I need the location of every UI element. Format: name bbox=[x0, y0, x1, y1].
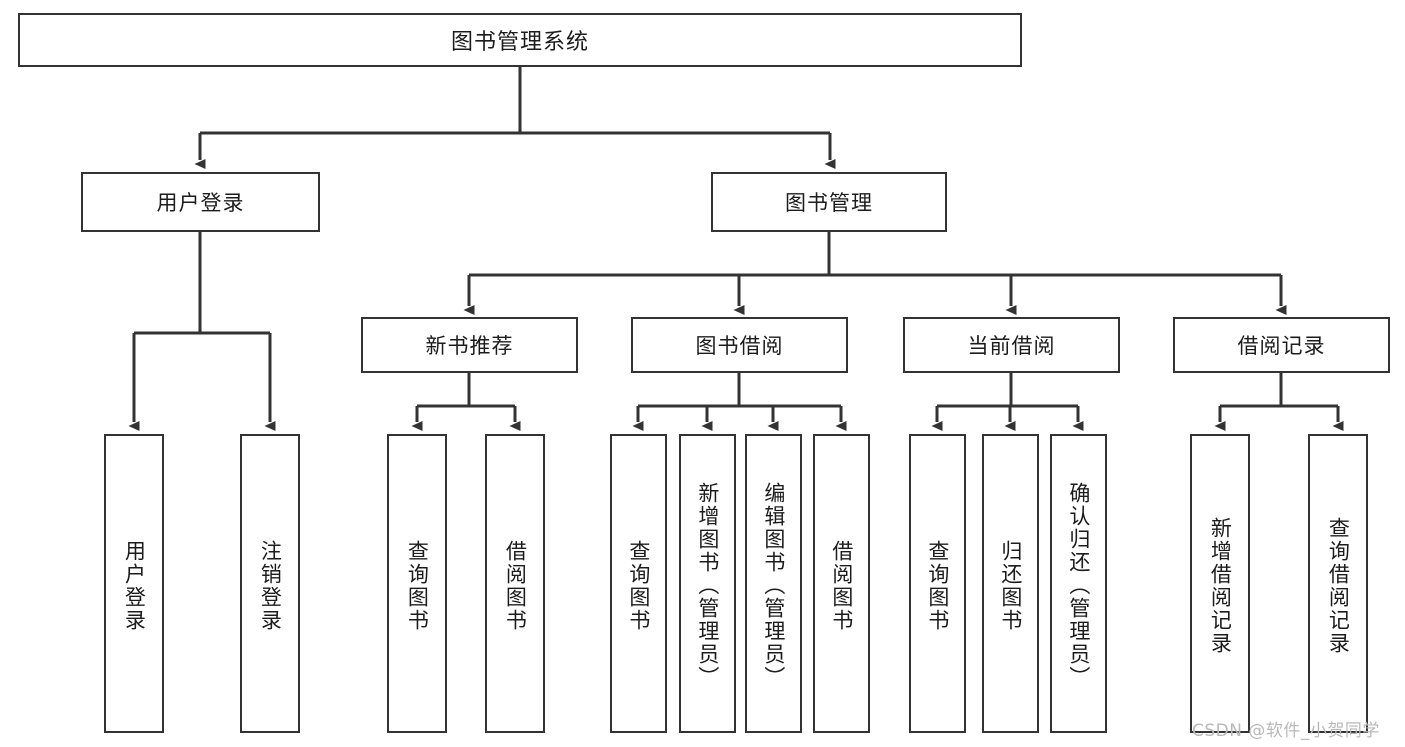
node-current-borrow[interactable]: 当前借阅 bbox=[903, 317, 1120, 373]
node-leaf-return-book-label: 归还图书 bbox=[998, 539, 1023, 632]
node-user-login[interactable]: 用户登录 bbox=[81, 172, 320, 232]
node-new-book-recommend-label: 新书推荐 bbox=[425, 334, 514, 358]
node-current-borrow-label: 当前借阅 bbox=[967, 334, 1056, 358]
node-leaf-query-book-2-label: 查询图书 bbox=[626, 539, 651, 632]
node-leaf-borrow-book-1-label: 借阅图书 bbox=[503, 539, 528, 632]
node-borrow-record[interactable]: 借阅记录 bbox=[1173, 317, 1390, 373]
node-leaf-edit-book-label: 编辑图书（管理员） bbox=[761, 482, 786, 689]
node-leaf-logout-label: 注销登录 bbox=[258, 539, 283, 632]
node-leaf-logout[interactable]: 注销登录 bbox=[240, 434, 300, 733]
node-leaf-user-login[interactable]: 用户登录 bbox=[104, 434, 164, 733]
node-leaf-query-book-1-label: 查询图书 bbox=[405, 539, 430, 632]
node-book-manage[interactable]: 图书管理 bbox=[711, 172, 947, 232]
node-leaf-add-record-label: 新增借阅记录 bbox=[1208, 516, 1233, 655]
node-leaf-query-book-2[interactable]: 查询图书 bbox=[610, 434, 667, 733]
node-leaf-query-record[interactable]: 查询借阅记录 bbox=[1308, 434, 1368, 733]
node-leaf-add-record[interactable]: 新增借阅记录 bbox=[1190, 434, 1250, 733]
node-leaf-query-book-1[interactable]: 查询图书 bbox=[387, 434, 447, 733]
node-book-borrow-label: 图书借阅 bbox=[695, 334, 784, 358]
node-new-book-recommend[interactable]: 新书推荐 bbox=[361, 317, 578, 373]
node-leaf-return-book[interactable]: 归还图书 bbox=[982, 434, 1039, 733]
node-leaf-borrow-book-2-label: 借阅图书 bbox=[829, 539, 854, 632]
node-book-borrow[interactable]: 图书借阅 bbox=[631, 317, 848, 373]
node-leaf-query-book-3-label: 查询图书 bbox=[925, 539, 950, 632]
watermark: CSDN @软件_小贺同学 bbox=[1192, 721, 1380, 741]
node-leaf-borrow-book-1[interactable]: 借阅图书 bbox=[485, 434, 545, 733]
node-leaf-confirm-return-label: 确认归还（管理员） bbox=[1066, 482, 1091, 689]
node-leaf-query-book-3[interactable]: 查询图书 bbox=[909, 434, 966, 733]
node-leaf-confirm-return[interactable]: 确认归还（管理员） bbox=[1050, 434, 1107, 733]
node-borrow-record-label: 借阅记录 bbox=[1237, 334, 1326, 358]
node-leaf-add-book[interactable]: 新增图书（管理员） bbox=[679, 434, 736, 733]
node-leaf-user-login-label: 用户登录 bbox=[122, 539, 147, 632]
node-root[interactable]: 图书管理系统 bbox=[18, 13, 1022, 67]
node-root-label: 图书管理系统 bbox=[450, 30, 589, 55]
node-leaf-add-book-label: 新增图书（管理员） bbox=[695, 482, 720, 689]
node-book-manage-label: 图书管理 bbox=[785, 191, 873, 215]
node-leaf-edit-book[interactable]: 编辑图书（管理员） bbox=[745, 434, 802, 733]
node-leaf-query-record-label: 查询借阅记录 bbox=[1326, 516, 1351, 655]
node-user-login-label: 用户登录 bbox=[156, 191, 245, 215]
node-leaf-borrow-book-2[interactable]: 借阅图书 bbox=[813, 434, 870, 733]
